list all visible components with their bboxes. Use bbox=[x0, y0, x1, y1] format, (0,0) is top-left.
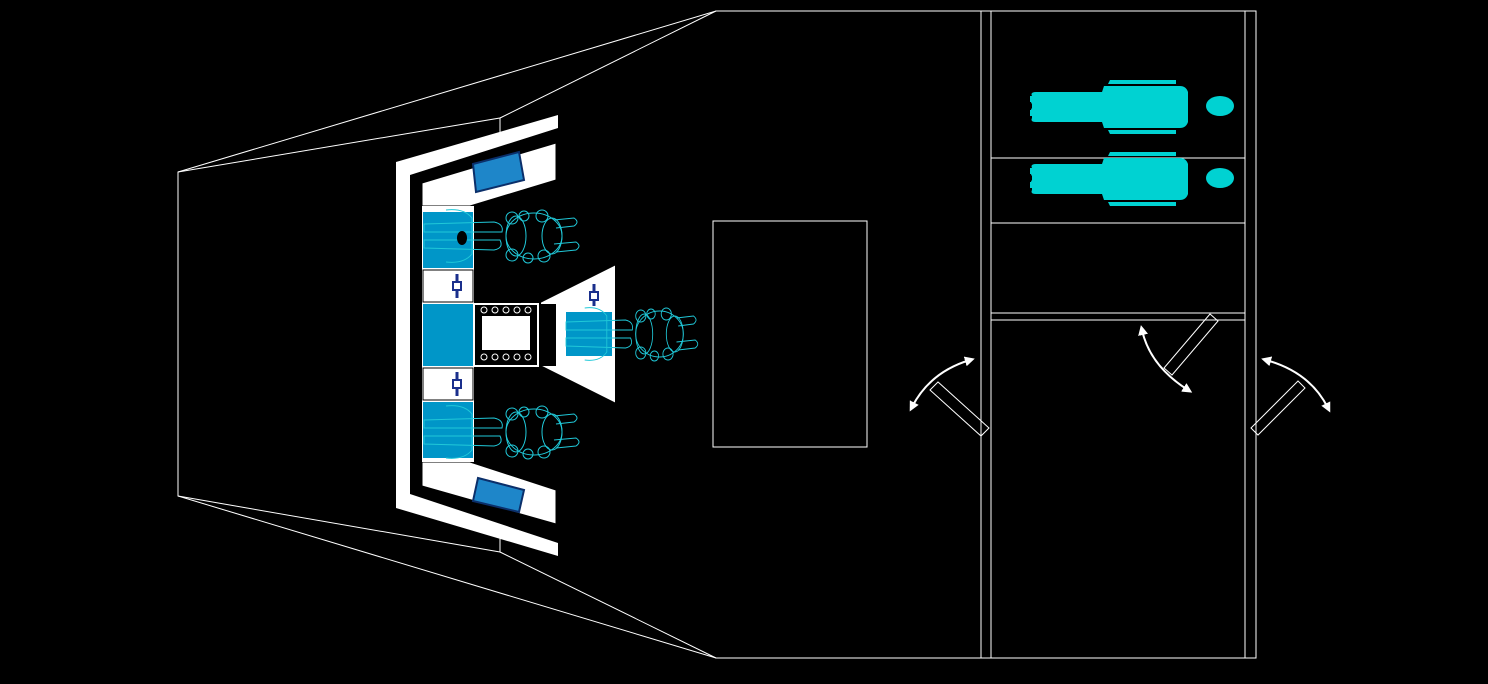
door-swing-arrow bbox=[909, 356, 975, 412]
commander-seat bbox=[539, 262, 699, 406]
pilot-seat-top bbox=[423, 209, 580, 268]
hull-outline bbox=[177, 10, 1257, 659]
seat-separator-top bbox=[422, 269, 474, 303]
lower-screen bbox=[471, 476, 526, 514]
center-seat-pad bbox=[423, 304, 473, 366]
crew-member-resting-2 bbox=[1030, 152, 1234, 206]
seat-separator-bottom bbox=[422, 367, 474, 401]
hatch-door-left bbox=[909, 356, 990, 437]
center-table bbox=[712, 220, 868, 448]
center-console bbox=[473, 303, 539, 367]
hatch-door-right bbox=[1250, 356, 1331, 436]
door-swing-arrow bbox=[1261, 356, 1331, 413]
hatch-door-center bbox=[1138, 313, 1219, 393]
upper-screen bbox=[471, 150, 526, 194]
crew-member-resting-1 bbox=[1030, 80, 1234, 134]
pilot-seat-bottom bbox=[423, 402, 580, 460]
door-swing-arrow bbox=[1138, 325, 1193, 393]
